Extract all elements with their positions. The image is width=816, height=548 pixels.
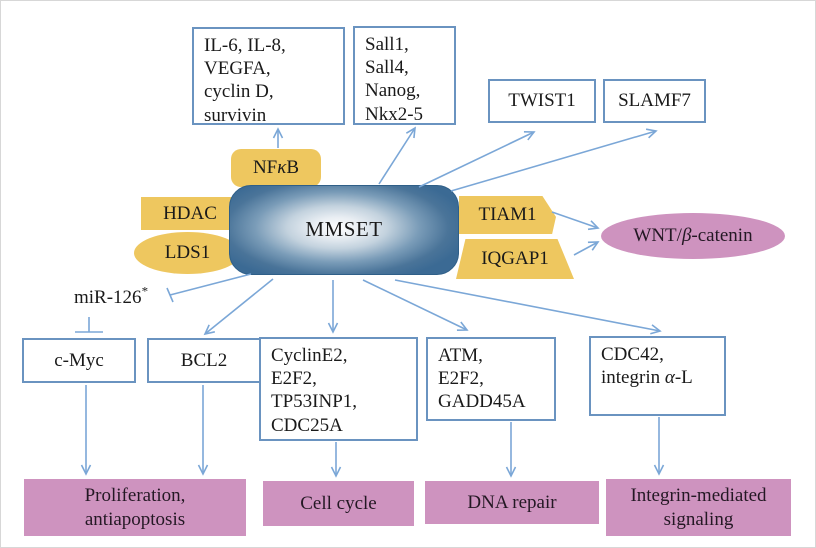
iqgap1-node: IQGAP1	[456, 239, 574, 279]
arrow-mmset-to-cdc42	[394, 279, 662, 335]
il6-target-box: IL-6, IL-8, VEGFA, cyclin D, survivin	[192, 27, 345, 126]
arrow-mmset-to-sall	[378, 126, 416, 185]
bcl2-box: BCL2	[147, 338, 261, 383]
cell-cycle-outcome-box: Cell cycle	[263, 481, 414, 526]
cdc42-line1: CDC42,	[601, 344, 664, 365]
arrow-tiam1-to-wnt	[551, 211, 600, 231]
cycline2-target-box: CyclinE2, E2F2, TP53INP1, CDC25A	[259, 337, 418, 441]
inhibit-mmset-to-mir126-line	[169, 273, 252, 296]
slamf7-box: SLAMF7	[603, 79, 706, 123]
lds1-node: LDS1	[134, 232, 241, 274]
sall-target-box: Sall1, Sall4, Nanog, Nkx2-5	[353, 26, 456, 125]
dna-repair-outcome-box: DNA repair	[425, 481, 599, 524]
arrow-mmset-to-bcl2	[203, 278, 274, 336]
cmyc-box: c-Myc	[22, 338, 136, 383]
wnt-beta-catenin-node: WNT/β-catenin	[601, 213, 785, 259]
cdc42-line2: integrin α-L	[601, 367, 693, 389]
cdc42-target-box: CDC42, integrin α-L	[589, 336, 726, 416]
nfkb-label: NFκB	[252, 157, 300, 179]
arrow-iqgap1-to-wnt	[573, 241, 600, 256]
tiam1-node: TIAM1	[459, 196, 556, 234]
inhibit-mmset-to-mir126-bar	[166, 287, 174, 303]
nfkb-node: NFκB	[231, 149, 321, 187]
twist1-box: TWIST1	[488, 79, 596, 123]
mmset-node: MMSET	[229, 185, 459, 275]
arrow-mmset-to-twist1	[418, 131, 536, 188]
arrow-mmset-to-slamf7	[450, 128, 658, 192]
atm-target-box: ATM, E2F2, GADD45A	[426, 337, 556, 421]
wnt-label: WNT/β-catenin	[633, 225, 753, 247]
integrin-outcome-box: Integrin-mediated signaling	[606, 479, 791, 536]
mir126-label: miR-126*	[74, 283, 149, 308]
arrow-mmset-to-atm	[362, 279, 469, 331]
hdac-node: HDAC	[141, 197, 239, 230]
proliferation-outcome-box: Proliferation, antiapoptosis	[24, 479, 246, 536]
